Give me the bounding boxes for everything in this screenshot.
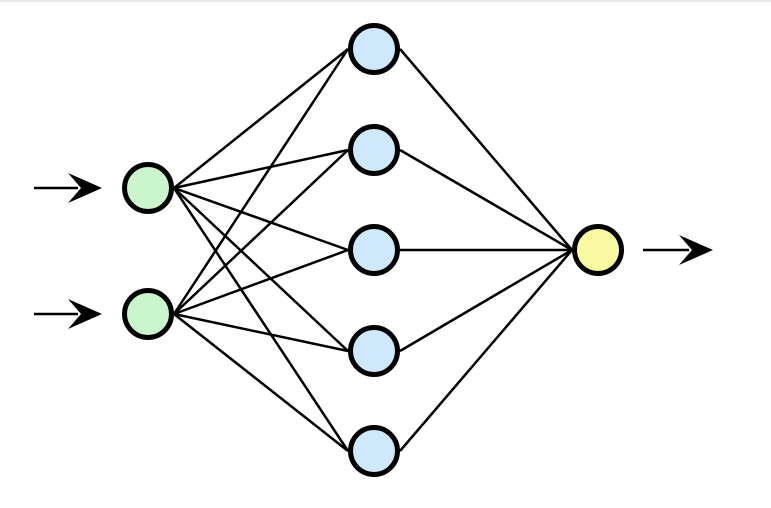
edge-hidden-to-output [399, 248, 573, 353]
edge-hidden-to-output [399, 148, 573, 252]
edge-hidden-to-output [399, 48, 573, 251]
edge-input-to-hidden [173, 48, 349, 189]
edge-input-to-hidden [172, 48, 350, 315]
edge-input-to-hidden [173, 248, 349, 316]
input-arrow-2-head-icon [68, 299, 102, 329]
hidden-node [348, 224, 400, 276]
edge-input-to-hidden [173, 186, 349, 252]
input-node [122, 288, 174, 340]
hidden-node [348, 23, 400, 75]
hidden-node [348, 325, 400, 377]
input-node [122, 162, 174, 214]
edge-hidden-to-output [399, 249, 573, 452]
edge-input-to-hidden [172, 187, 350, 452]
edge-input-to-hidden [173, 187, 349, 352]
hidden-node [348, 425, 400, 477]
input-arrow-1-head-icon [68, 173, 102, 203]
edge-input-to-hidden [173, 148, 349, 190]
edge-input-to-hidden [173, 313, 349, 452]
edge-input-to-hidden [173, 312, 349, 353]
hidden-node [348, 124, 400, 176]
edge-input-to-hidden [173, 149, 349, 315]
output-node [572, 224, 624, 276]
top-border-line [0, 0, 771, 2]
output-arrow-1-head-icon [679, 235, 713, 265]
